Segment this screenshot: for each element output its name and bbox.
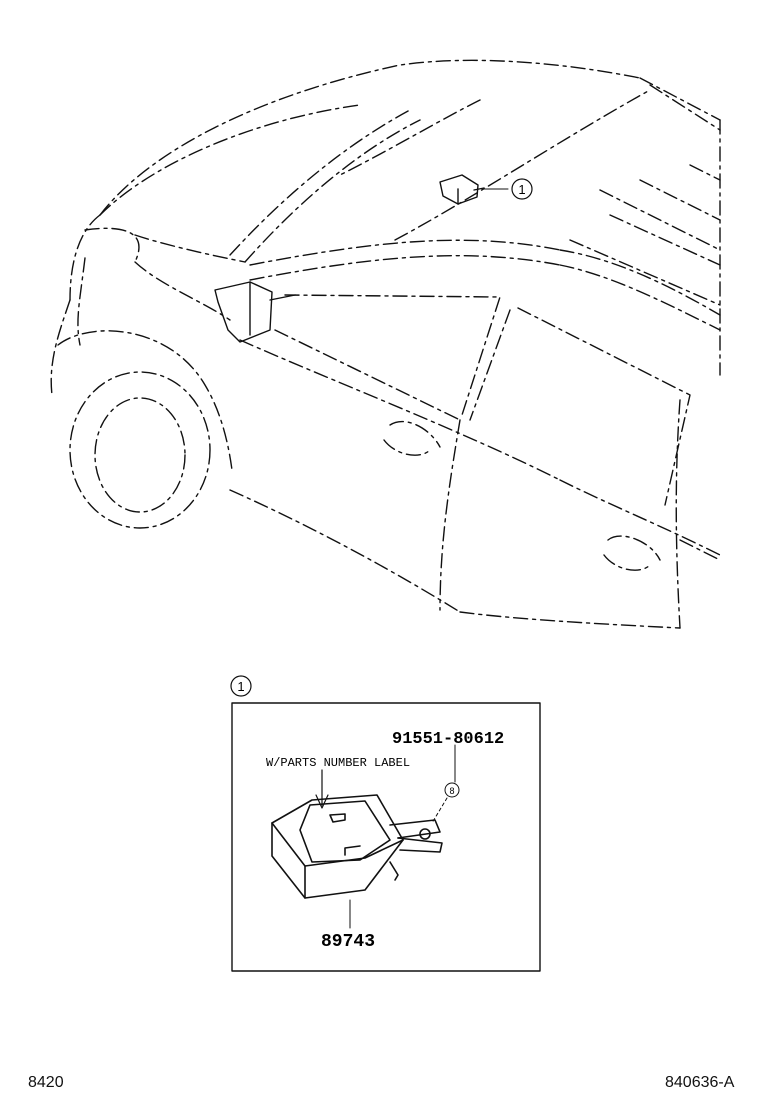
drawing-id: 840636-A	[665, 1074, 735, 1091]
bolt-part-number: 91551-80612	[392, 730, 504, 749]
callout-inset-number: 1	[237, 679, 244, 694]
callout-circle-main	[511, 178, 533, 200]
vehicle-outline	[50, 59, 721, 629]
module-location-marker	[439, 174, 509, 205]
callout-circle-inset	[230, 675, 252, 697]
control-module-drawing	[271, 794, 443, 899]
callout-main-number: 1	[518, 182, 525, 197]
section-code: 8420	[28, 1074, 64, 1091]
detail-inset-frame	[231, 702, 541, 972]
fastener-callout-circle	[444, 782, 460, 798]
fastener-callout-number: 8	[449, 786, 454, 796]
module-part-number: 89743	[321, 932, 375, 952]
side-mirror	[214, 281, 296, 343]
parts-label-note: W/PARTS NUMBER LABEL	[266, 756, 410, 770]
